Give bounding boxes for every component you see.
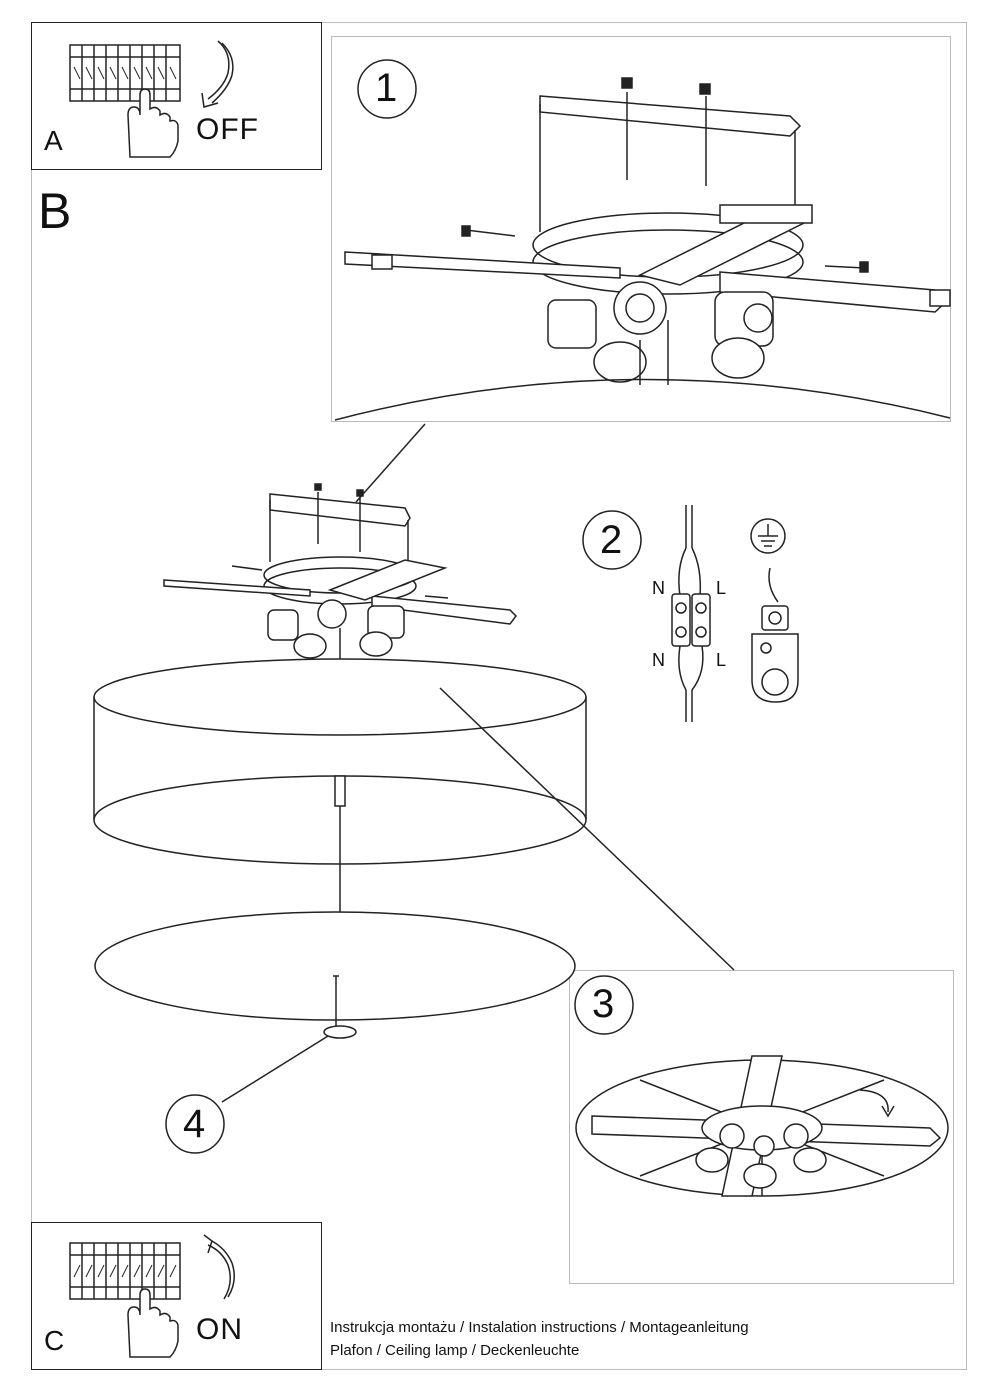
step2-callout	[582, 510, 642, 570]
panel-a-label: A	[44, 125, 63, 156]
step1-number: 1	[375, 66, 398, 110]
step2-number: 2	[600, 518, 623, 562]
wire-n-top: N	[652, 578, 665, 598]
bracket-in-shade-detail	[575, 1055, 949, 1197]
footer-subtitle: Plafon / Ceiling lamp / Deckenleuchte	[330, 1342, 580, 1359]
panel-a: A OFF	[31, 22, 322, 170]
diffuser-disc	[94, 911, 576, 1039]
step3-detail-box	[569, 970, 954, 1284]
circuit-breaker-icon	[69, 44, 181, 102]
on-label: ON	[196, 1313, 243, 1346]
drum-lampshade	[93, 658, 587, 915]
circuit-breaker-icon	[69, 1242, 181, 1300]
step4-callout	[165, 1094, 225, 1154]
footer-title: Instrukcja montażu / Instalation instruc…	[330, 1319, 749, 1336]
mounting-bracket-detail	[334, 77, 951, 421]
step1-callout	[357, 59, 417, 119]
step3-number: 3	[592, 982, 615, 1026]
section-b-label: B	[38, 183, 72, 239]
panel-c-label: C	[44, 1325, 65, 1356]
terminal-block-wiring	[671, 505, 711, 722]
hand-pointer-icon	[127, 1288, 179, 1358]
wire-l-top: L	[716, 578, 727, 598]
curved-arrow-down-icon	[201, 40, 234, 108]
wire-n-bottom: N	[652, 650, 665, 670]
step1-detail-box	[331, 36, 951, 422]
step3-callout	[574, 975, 634, 1035]
curved-arrow-up-icon	[203, 1234, 235, 1300]
ground-terminal	[751, 567, 799, 703]
breaker-switch-on-illustration	[69, 1234, 235, 1358]
breaker-switch-off-illustration	[69, 40, 234, 158]
off-label: OFF	[196, 113, 259, 146]
step4-number: 4	[183, 1102, 206, 1146]
mounting-bracket-small	[163, 483, 517, 662]
hand-pointer-icon	[127, 88, 179, 158]
panel-c: C ON	[31, 1222, 322, 1370]
ground-symbol-icon	[750, 518, 786, 554]
wire-l-bottom: L	[716, 650, 727, 670]
page-frame	[31, 22, 967, 1370]
